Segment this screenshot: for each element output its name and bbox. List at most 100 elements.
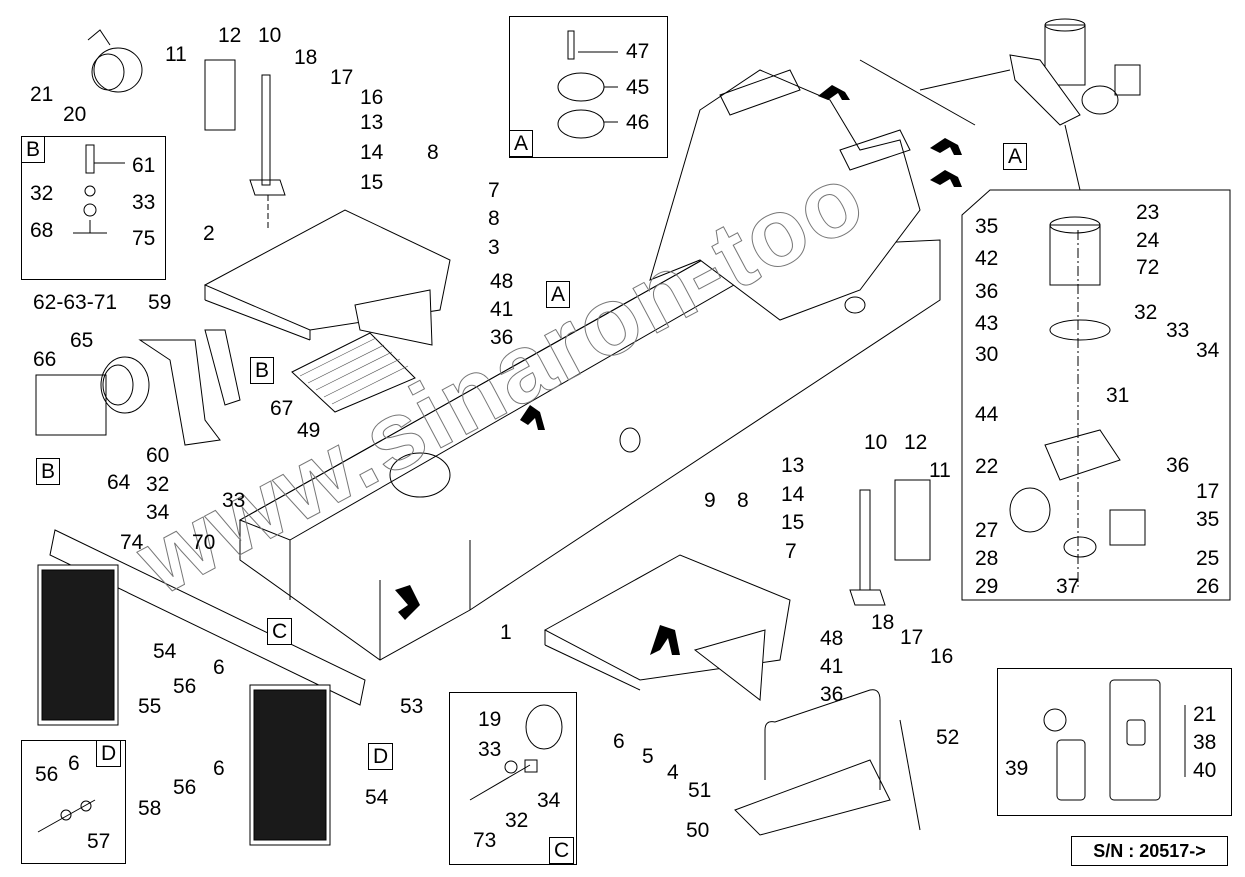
part-label: 8: [737, 489, 749, 512]
part-label: 21: [30, 83, 54, 106]
part-label: 12: [904, 431, 928, 454]
part-label: 33: [222, 489, 246, 512]
part-label: 62-63-71: [33, 291, 118, 314]
part-label: 9: [704, 489, 716, 512]
part-label: 65: [70, 329, 94, 352]
part-label: 12: [218, 24, 242, 47]
part-label: 39: [1005, 757, 1029, 780]
flow-arrows: [395, 85, 962, 655]
part-label: 14: [781, 483, 805, 506]
part-label: 15: [781, 511, 805, 534]
part-label: 11: [165, 43, 187, 66]
part-label: 36: [975, 280, 999, 303]
part-label: 36: [820, 683, 844, 706]
inset-D-graphics: [37, 799, 96, 833]
callout-C-frame: C: [267, 618, 293, 645]
part-label: 34: [1196, 339, 1220, 362]
part-label: 68: [30, 219, 54, 242]
inset-B: [21, 136, 166, 280]
part-label: 8: [488, 207, 500, 230]
extinguisher-graphics: [1043, 679, 1186, 801]
part-label: 4: [667, 761, 679, 784]
part-label: 56: [173, 675, 197, 698]
part-label: 66: [33, 348, 57, 371]
part-label: 21: [1193, 703, 1217, 726]
part-label: 75: [132, 227, 156, 250]
part-label: 6: [213, 656, 225, 679]
part-label: 11: [929, 459, 951, 482]
part-label: 17: [900, 626, 924, 649]
part-label: 18: [871, 611, 895, 634]
part-label: 36: [1166, 454, 1190, 477]
part-label: 57: [87, 830, 111, 853]
part-label: 13: [781, 454, 805, 477]
part-label: 44: [975, 403, 999, 426]
part-label: 13: [360, 111, 384, 134]
part-label: 19: [478, 708, 502, 731]
part-label: 49: [297, 419, 321, 442]
callout-D-bumper: D: [368, 743, 394, 770]
part-label: 2: [203, 222, 215, 245]
part-label: 27: [975, 519, 999, 542]
part-label: 67: [270, 397, 294, 420]
step-platform-left: [203, 209, 451, 413]
part-label: 46: [626, 111, 650, 134]
part-label: 3: [488, 236, 500, 259]
inset-D: [21, 740, 126, 864]
part-label: 32: [30, 182, 54, 205]
part-label: 28: [975, 547, 999, 570]
part-label: 6: [68, 752, 80, 775]
part-label: 7: [785, 540, 797, 563]
bumper-assembly: [37, 529, 366, 846]
part-label: 48: [820, 627, 844, 650]
part-label: 8: [427, 141, 439, 164]
part-label: 48: [490, 270, 514, 293]
part-label: 55: [138, 695, 162, 718]
part-label: 40: [1193, 759, 1217, 782]
callout-A-tower: A: [1003, 143, 1028, 170]
part-label: 47: [626, 40, 650, 63]
part-label: 33: [1166, 319, 1190, 342]
part-label: 15: [360, 171, 384, 194]
part-label: 6: [613, 730, 625, 753]
part-label: 38: [1193, 731, 1217, 754]
part-label: 22: [975, 455, 999, 478]
part-label: 35: [975, 215, 999, 238]
part-label: 72: [1136, 256, 1160, 279]
inset-extinguisher: [997, 668, 1232, 816]
part-label: 34: [537, 789, 561, 812]
part-label: 56: [173, 776, 197, 799]
part-label: 35: [1196, 508, 1220, 531]
part-label: 32: [505, 809, 529, 832]
part-label: 70: [192, 531, 216, 554]
part-label: 20: [63, 103, 87, 126]
part-label: 6: [213, 757, 225, 780]
inset-B-graphics: [73, 144, 125, 234]
part-label: 61: [132, 154, 156, 177]
inset-A-graphics: [557, 30, 618, 139]
part-label: 41: [490, 298, 514, 321]
callout-C-inset: C: [549, 837, 575, 864]
part-label: 53: [400, 695, 424, 718]
part-label: 10: [864, 431, 888, 454]
part-label: 36: [490, 326, 514, 349]
part-label: 24: [1136, 229, 1160, 252]
part-label: 23: [1136, 201, 1160, 224]
part-label: 1: [500, 621, 512, 644]
part-label: 56: [35, 763, 59, 786]
work-light-top: [87, 29, 143, 93]
mirror-assembly-left: [204, 59, 286, 230]
part-label: 45: [626, 76, 650, 99]
callout-B-bracket: B: [250, 357, 275, 384]
part-label: 32: [146, 473, 170, 496]
part-label: 34: [146, 501, 170, 524]
part-label: 51: [688, 779, 712, 802]
part-label: 73: [473, 829, 497, 852]
part-label: 74: [120, 531, 144, 554]
part-label: 43: [975, 312, 999, 335]
main-frame: [238, 69, 941, 661]
callout-B-light: B: [36, 458, 61, 485]
part-label: 25: [1196, 547, 1220, 570]
inset-C-graphics: [469, 704, 563, 801]
part-label: 17: [1196, 480, 1220, 503]
